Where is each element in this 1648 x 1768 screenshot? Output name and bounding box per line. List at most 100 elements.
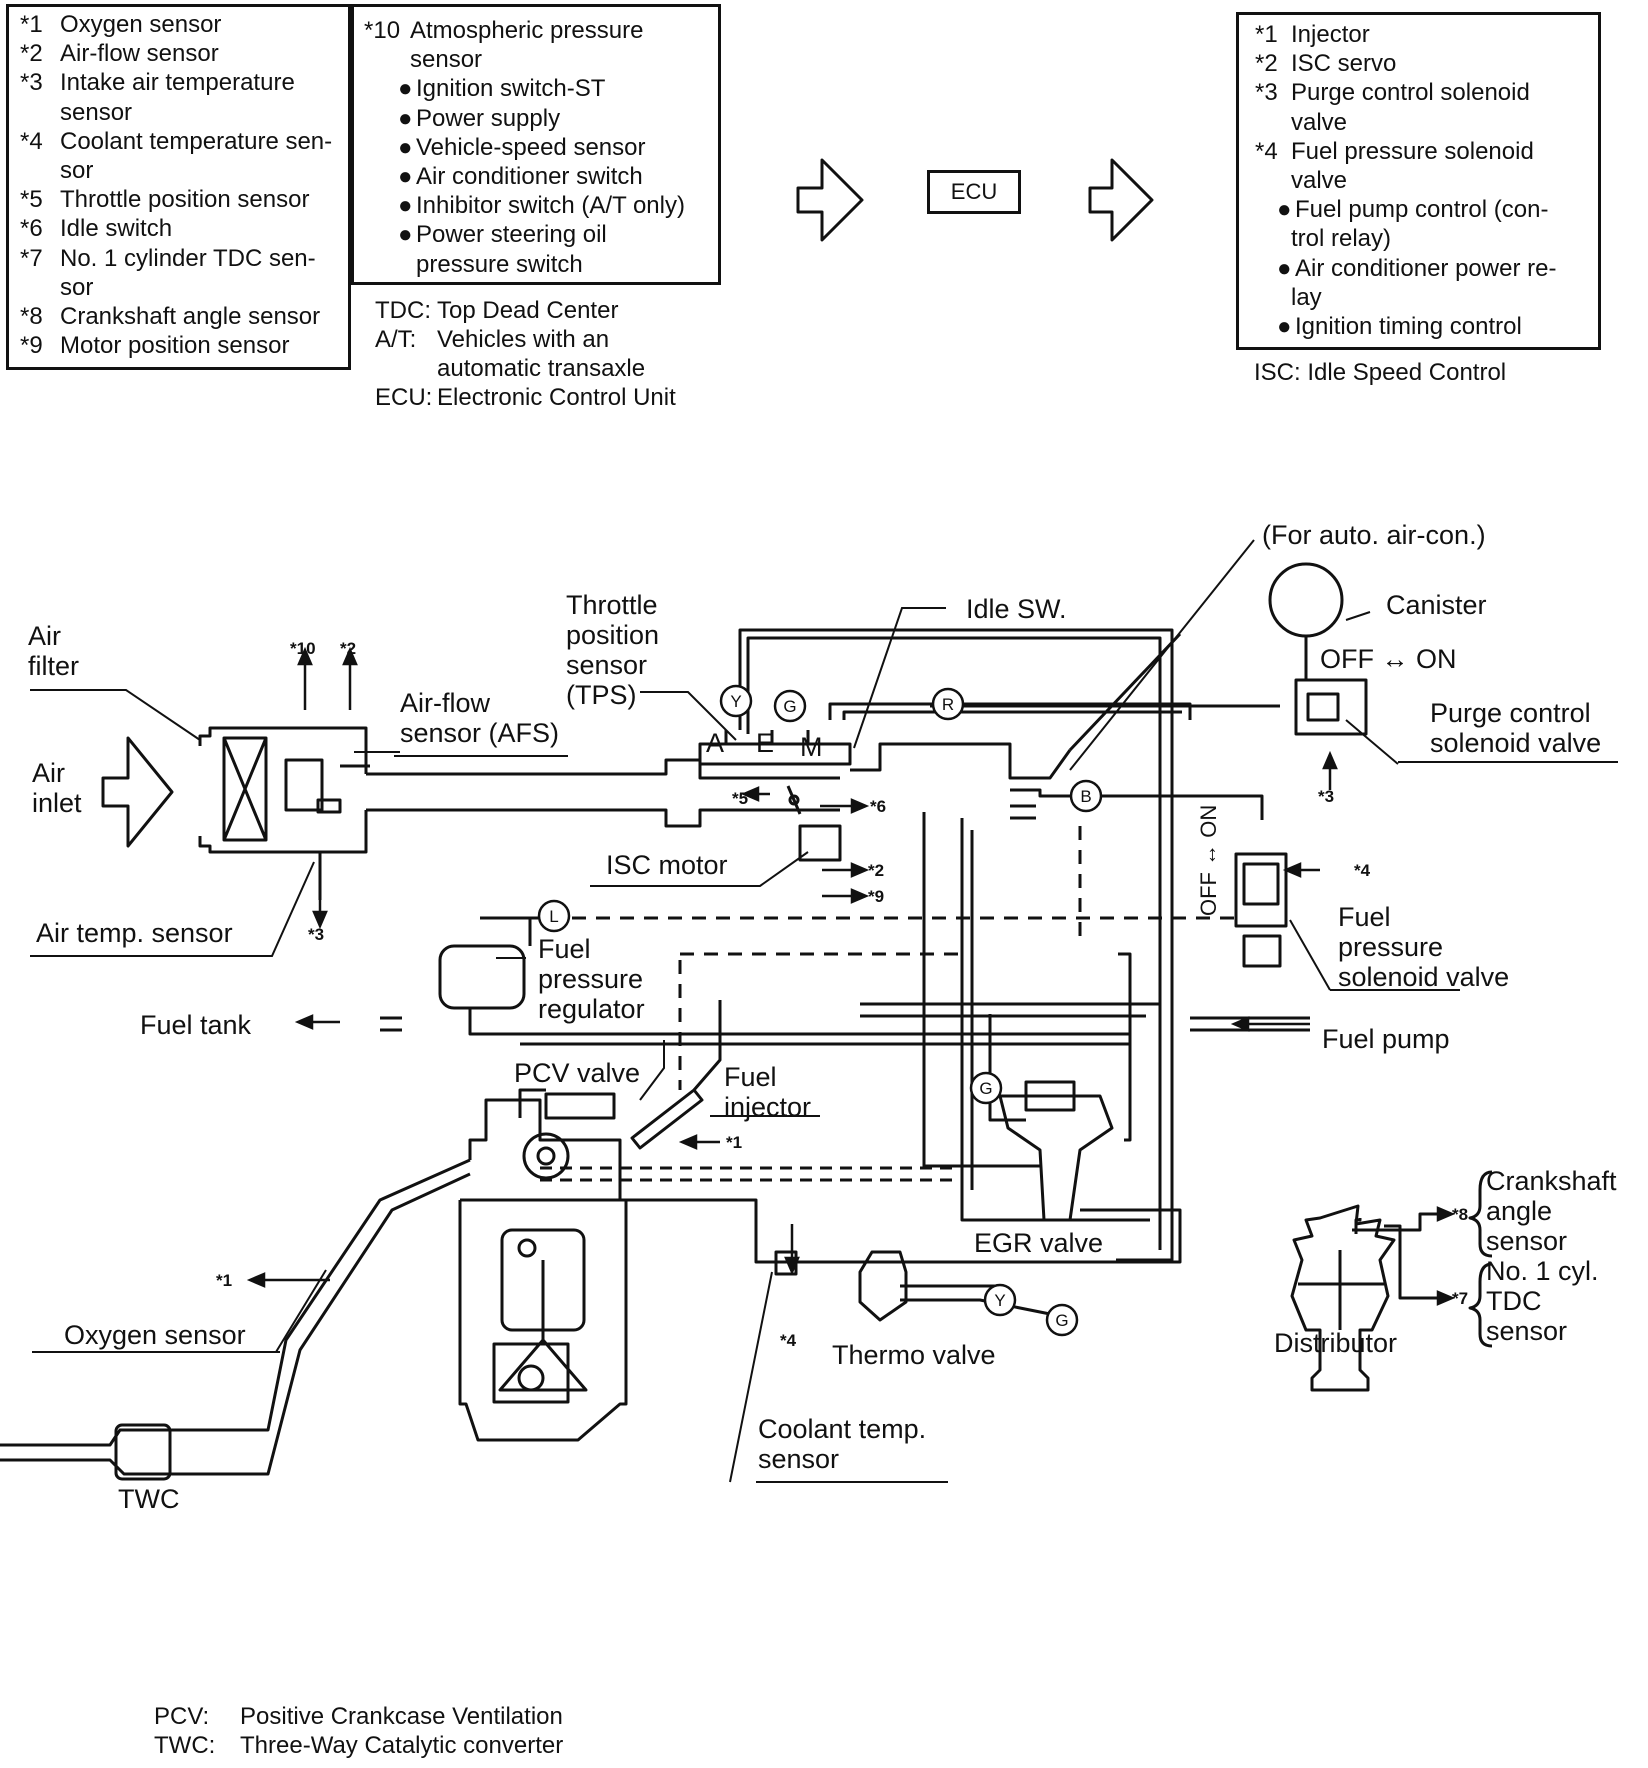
egr-valve-label: EGR valve bbox=[974, 1228, 1103, 1258]
crank-brace bbox=[1468, 1170, 1493, 1258]
abbreviations-bottom: PCV:Positive Crankcase Ventilation TWC:T… bbox=[154, 1702, 563, 1760]
circle-label-l: L bbox=[549, 907, 558, 926]
abbr-key: PCV: bbox=[154, 1703, 210, 1730]
input-key: ● bbox=[398, 192, 413, 220]
tps-label: sensor bbox=[566, 650, 647, 680]
sensor-key: *9 bbox=[20, 332, 43, 360]
abbr-key: A/T: bbox=[375, 326, 417, 353]
tps-label: (TPS) bbox=[566, 680, 637, 710]
circle-label-g: G bbox=[783, 697, 796, 716]
sensor-text: sor bbox=[60, 156, 94, 184]
actuator-text: Fuel pump control (con- bbox=[1295, 196, 1549, 224]
sensor-text: Air-flow sensor bbox=[60, 40, 219, 68]
fuel-pressure-solenoid-label: solenoid valve bbox=[1338, 962, 1509, 992]
input-text: Vehicle-speed sensor bbox=[416, 133, 646, 161]
air-filter-label: filter bbox=[28, 651, 79, 681]
sensor-key: *2 bbox=[20, 40, 43, 68]
isc-note: ISC: Idle Speed Control bbox=[1254, 359, 1507, 386]
sensor-key: *5 bbox=[20, 186, 43, 214]
isc-motor-label: ISC motor bbox=[606, 850, 728, 880]
air-filter-label: Air bbox=[28, 621, 61, 651]
purge-valve-body bbox=[1294, 678, 1368, 736]
input-key: ● bbox=[398, 162, 413, 190]
oxygen-sensor-label: Oxygen sensor bbox=[64, 1320, 246, 1350]
throttle-body bbox=[698, 742, 852, 766]
input-text: Power supply bbox=[416, 104, 561, 132]
egr-valve-body bbox=[998, 1094, 1114, 1222]
off-on-vertical-label: OFF ↔ ON bbox=[1196, 805, 1221, 916]
intake-manifold bbox=[468, 1098, 1182, 1264]
fuel-pressure-regulator-label: regulator bbox=[538, 994, 645, 1024]
ecu-input-arrow bbox=[796, 158, 864, 242]
sensor-key: *3 bbox=[20, 69, 43, 97]
actuator-key: ● bbox=[1277, 196, 1292, 224]
sensor-text: Coolant temperature sen- bbox=[60, 127, 333, 155]
isc-motor bbox=[798, 824, 842, 862]
input-key: *10 bbox=[364, 17, 401, 44]
abbr-text: Three-Way Catalytic converter bbox=[240, 1732, 564, 1759]
ref-5: *5 bbox=[732, 789, 748, 808]
exhaust-pipe bbox=[0, 1158, 471, 1476]
fuel-injector-label: injector bbox=[724, 1092, 811, 1122]
throttle-port-a: A bbox=[706, 728, 724, 758]
thermo-valve-label: Thermo valve bbox=[832, 1340, 996, 1370]
sensor-key: *7 bbox=[20, 244, 43, 272]
actuators-box bbox=[1236, 12, 1601, 350]
abbr-text: Positive Crankcase Ventilation bbox=[240, 1703, 563, 1730]
actuator-key: *2 bbox=[1255, 50, 1278, 78]
inputs-box bbox=[351, 4, 721, 285]
fuel-pressure-regulator-label: pressure bbox=[538, 964, 643, 994]
input-text: Atmospheric pressure bbox=[410, 17, 644, 44]
crankshaft-sensor-label: Crankshaft bbox=[1486, 1166, 1617, 1196]
sensor-text: Idle switch bbox=[60, 215, 173, 243]
abbr-key: TDC: bbox=[375, 297, 431, 324]
actuator-text: ISC servo bbox=[1291, 50, 1397, 78]
ref-9: *9 bbox=[868, 887, 884, 906]
actuator-key: *1 bbox=[1255, 21, 1278, 48]
twc-converter bbox=[114, 1423, 172, 1481]
circle-label-g: G bbox=[1055, 1311, 1068, 1330]
air-temp-sensor-label: Air temp. sensor bbox=[36, 918, 233, 948]
ref-4: *4 bbox=[1354, 861, 1371, 880]
tdc-sensor-label: sensor bbox=[1486, 1316, 1567, 1346]
canister bbox=[1268, 562, 1344, 638]
canister-label: Canister bbox=[1386, 590, 1487, 620]
circle-label-g: G bbox=[979, 1079, 992, 1098]
circle-label-r: R bbox=[942, 695, 954, 714]
abbr-text: Electronic Control Unit bbox=[437, 384, 676, 411]
ref-2: *2 bbox=[868, 861, 884, 880]
ref-6: *6 bbox=[870, 797, 886, 816]
input-text: pressure switch bbox=[416, 250, 583, 278]
fuel-injector-label: Fuel bbox=[724, 1062, 777, 1092]
fuel-pump-label: Fuel pump bbox=[1322, 1024, 1450, 1054]
fuel-tank-label: Fuel tank bbox=[140, 1010, 252, 1040]
crankshaft-sensor-label: angle bbox=[1486, 1196, 1552, 1226]
actuator-key: ● bbox=[1277, 254, 1292, 282]
ref-4: *4 bbox=[780, 1331, 797, 1350]
engine-block bbox=[458, 1200, 628, 1442]
off-on-label: OFF ↔ ON bbox=[1320, 644, 1457, 674]
air-inlet-label: Air bbox=[32, 758, 65, 788]
actuator-text: lay bbox=[1291, 283, 1322, 311]
twc-label: TWC bbox=[118, 1484, 179, 1514]
sensors-box bbox=[6, 4, 351, 370]
tdc-brace bbox=[1468, 1262, 1493, 1348]
actuator-text: Injector bbox=[1291, 21, 1370, 48]
ref-3: *3 bbox=[308, 925, 324, 944]
purge-valve-label: solenoid valve bbox=[1430, 728, 1601, 758]
air-inlet-arrow bbox=[101, 736, 174, 848]
fuel-return-line bbox=[520, 1032, 1130, 1046]
distributor-label: Distributor bbox=[1274, 1328, 1397, 1358]
sensor-text: Crankshaft angle sensor bbox=[60, 302, 321, 330]
throttle-port-m: M bbox=[800, 732, 823, 762]
coolant-sensor-label: sensor bbox=[758, 1444, 839, 1474]
abbr-text: Vehicles with an bbox=[437, 326, 610, 353]
input-key: ● bbox=[398, 221, 413, 249]
input-text: Power steering oil bbox=[416, 221, 607, 249]
actuator-key: *3 bbox=[1255, 79, 1278, 107]
circle-label-y: Y bbox=[730, 692, 741, 711]
fuel-pressure-regulator bbox=[438, 944, 526, 1010]
ref-10: *10 bbox=[290, 639, 316, 658]
circle-label-b: B bbox=[1080, 787, 1091, 806]
